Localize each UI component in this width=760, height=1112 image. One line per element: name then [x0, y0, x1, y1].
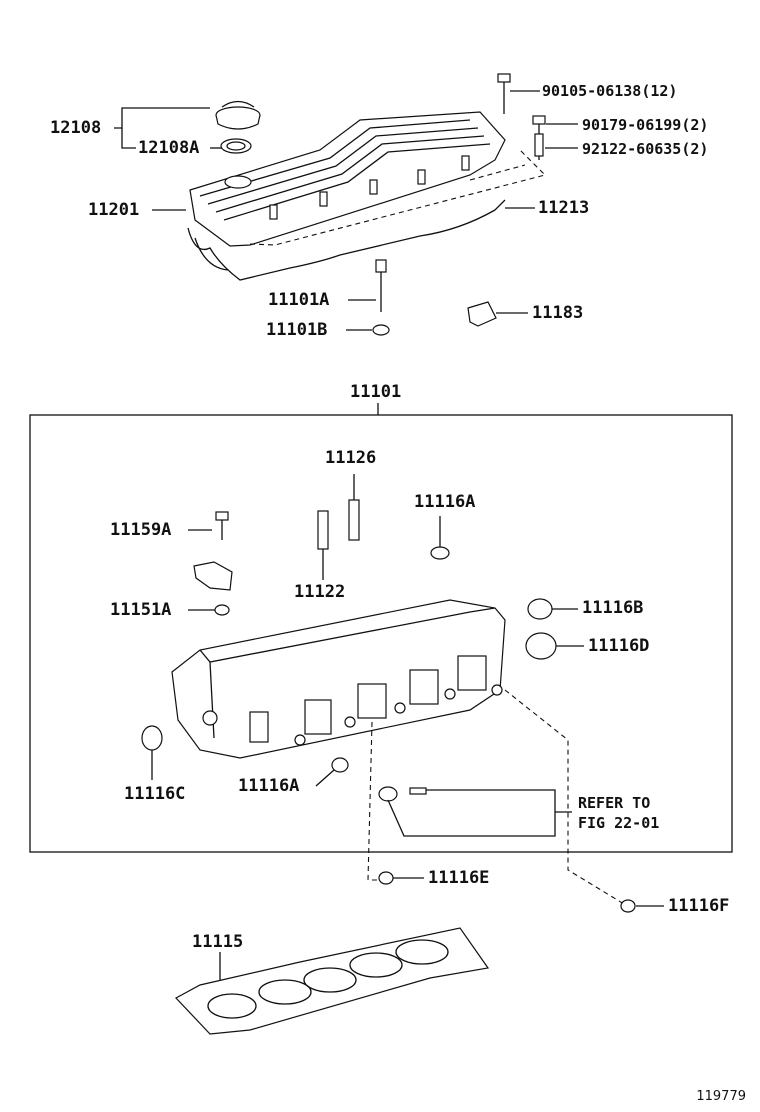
leader-lines	[114, 90, 664, 985]
label-11115: 11115	[192, 932, 244, 952]
label-11126: 11126	[325, 448, 377, 468]
label-11116a-top: 11116A	[414, 492, 476, 512]
label-11116b: 11116B	[582, 598, 644, 618]
label-90105: 90105-06138(12)	[542, 82, 678, 100]
label-11116f: 11116F	[668, 896, 730, 916]
cylinder-head-illustration	[171, 599, 506, 759]
oil-filler-cap-illustration	[215, 100, 261, 154]
label-11213: 11213	[538, 198, 590, 218]
label-11101: 11101	[350, 382, 402, 402]
label-90179: 90179-06199(2)	[582, 116, 709, 134]
cylinder-head-cover-illustration	[187, 111, 547, 281]
label-12108a: 12108A	[138, 138, 200, 158]
cover-bolts-illustration	[497, 73, 546, 160]
label-12108: 12108	[50, 118, 102, 138]
label-11159a: 11159A	[110, 520, 172, 540]
head-small-parts-illustration	[141, 499, 557, 802]
label-11201: 11201	[88, 200, 140, 220]
assembly-box	[29, 403, 733, 853]
head-gasket-illustration	[175, 927, 490, 1035]
label-92122: 92122-60635(2)	[582, 140, 709, 158]
refer-to-line1: REFER TO	[578, 794, 651, 812]
label-11116d: 11116D	[588, 636, 650, 656]
plug-parts-illustration	[378, 871, 636, 913]
label-11183: 11183	[532, 303, 584, 323]
part-11183-illustration	[467, 301, 497, 327]
label-11101a: 11101A	[268, 290, 330, 310]
label-11151a: 11151A	[110, 600, 172, 620]
label-11116c: 11116C	[124, 784, 186, 804]
label-11122: 11122	[294, 582, 346, 602]
stud-washer-illustration	[372, 259, 390, 336]
label-11101b: 11101B	[266, 320, 328, 340]
label-11116e: 11116E	[428, 868, 490, 888]
label-11116a-bottom: 11116A	[238, 776, 300, 796]
figure-number: 119779	[696, 1089, 746, 1104]
refer-to-line2: FIG 22-01	[578, 814, 660, 832]
